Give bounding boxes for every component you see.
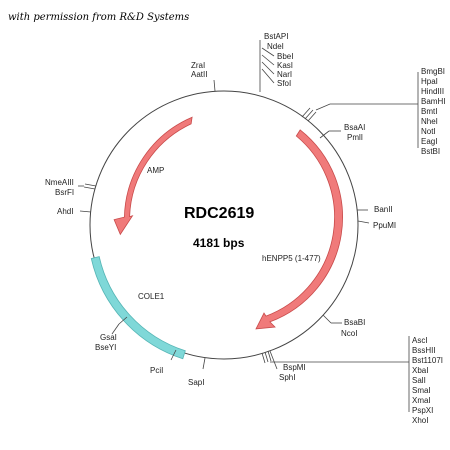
site-bsabi: BsaBI [344, 318, 365, 327]
site-leader [261, 68, 275, 84]
site-sapi: SapI [188, 378, 204, 387]
amp-arrow [113, 116, 193, 236]
henpp5-label: hENPP5 (1-477) [262, 254, 321, 263]
site-label: NdeI [267, 42, 284, 51]
site-nmeaiii: NmeAIII [45, 178, 74, 187]
site-label: SmaI [412, 386, 431, 395]
site-label: XbaI [412, 366, 428, 375]
site-bsaai: BsaAI [344, 123, 365, 132]
site-bsrfi: BsrFI [55, 188, 74, 197]
site-group-right-bottom: AscI BssHII Bst1107I XbaI SalI SmaI XmaI… [412, 336, 443, 425]
site-pmli: PmlI [347, 133, 363, 142]
site-label: AscI [412, 336, 428, 345]
site-gsai: GsaI [100, 333, 117, 342]
site-zrai: ZraI [191, 61, 205, 70]
site-label: EagI [421, 137, 437, 146]
site-label: BbeI [277, 52, 293, 61]
site-leader [261, 61, 275, 75]
site-tick [304, 109, 314, 120]
site-sphi: SphI [279, 373, 295, 382]
site-tick [269, 350, 278, 370]
site-label: KasI [277, 61, 293, 70]
site-leader [261, 54, 275, 66]
plasmid-name: RDC2619 [184, 205, 254, 222]
amp-label: AMP [147, 166, 164, 175]
site-tick [322, 314, 332, 324]
site-tick [357, 220, 370, 224]
site-tick [301, 107, 311, 118]
site-label: PspXI [412, 406, 433, 415]
site-tick [84, 183, 97, 187]
cole1-label: COLE1 [138, 292, 165, 301]
site-tick [170, 349, 177, 361]
site-tick [202, 357, 206, 370]
site-label: BssHII [412, 346, 436, 355]
site-label: BstBI [421, 147, 440, 156]
site-tick [261, 352, 266, 364]
site-label: BmgBI [421, 67, 445, 76]
permission-caption: with permission from R&D Systems [8, 12, 189, 23]
site-label: SfoI [277, 79, 291, 88]
site-bspmi: BspMI [283, 363, 306, 372]
site-tick [267, 350, 272, 362]
site-label: HindIII [421, 87, 444, 96]
site-group-top: BstAPI NdeI BbeI KasI NarI SfoI [264, 32, 293, 88]
site-tick [118, 316, 128, 325]
site-label: BamHI [421, 97, 445, 106]
site-aatii: AatII [191, 70, 207, 79]
site-banii: BanII [374, 205, 393, 214]
site-tick [79, 210, 92, 213]
site-ahdi: AhdI [57, 207, 73, 216]
site-label: NheI [421, 117, 438, 126]
plasmid-size: 4181 bps [193, 236, 245, 250]
site-tick [213, 79, 216, 92]
site-tick [307, 111, 317, 122]
site-label: XhoI [412, 416, 428, 425]
site-label: BmtI [421, 107, 437, 116]
site-tick [83, 186, 96, 190]
site-group-right-top: BmgBI HpaI HindIII BamHI BmtI NheI NotI … [421, 67, 445, 156]
site-leader [111, 323, 120, 335]
site-label: XmaI [412, 396, 431, 405]
site-leader [261, 47, 275, 57]
site-ppumi: PpuMI [373, 221, 396, 230]
plasmid-backbone [89, 90, 359, 360]
site-tick [319, 130, 330, 139]
site-leader [315, 103, 418, 111]
site-tick [264, 351, 269, 363]
site-ncoi: NcoI [341, 329, 357, 338]
cole1-feature [90, 256, 186, 360]
site-label: NarI [277, 70, 292, 79]
site-label: Bst1107I [412, 356, 443, 365]
site-label: BstAPI [264, 32, 288, 41]
site-label: NotI [421, 127, 436, 136]
site-label: SalI [412, 376, 426, 385]
henpp5-arrow [255, 129, 343, 330]
site-bseyi: BseYI [95, 343, 116, 352]
site-pcii: PciI [150, 366, 163, 375]
site-label: HpaI [421, 77, 438, 86]
